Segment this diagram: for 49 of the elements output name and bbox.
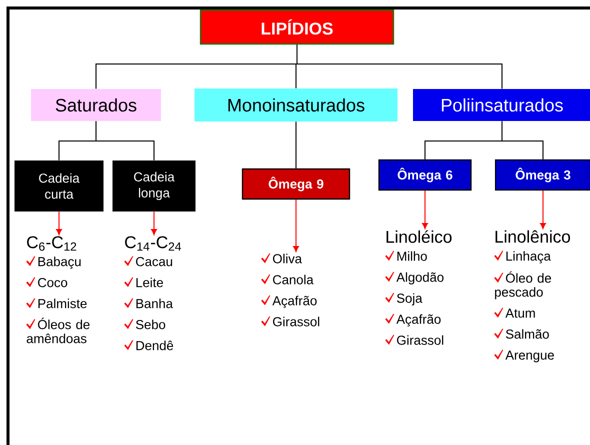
node-label: Sebo	[136, 320, 166, 330]
node-label: Salmão	[506, 329, 549, 339]
node-label: Dendê	[136, 340, 174, 350]
node-label: C$_{14}$-C$_{24}$	[125, 236, 182, 251]
category-box: Monoinsaturados	[194, 88, 398, 122]
arrow	[151, 211, 157, 235]
node-label: Soja	[396, 293, 422, 306]
category-box: Poliinsaturados	[413, 89, 590, 121]
item-list: Linolênico Linhaça Óleo de pescado Atum Salmão Arengue	[494, 230, 570, 362]
node-label: Algodão	[396, 272, 444, 284]
connector-line	[296, 44, 502, 90]
connector-line	[96, 120, 154, 161]
node-label: Canola	[273, 274, 314, 284]
category-box: Saturados	[31, 89, 161, 121]
subcategory-box: Ômega 6	[378, 159, 472, 191]
item-list: Oliva Canola Açafrão Girassol	[261, 253, 320, 326]
subcategory-box: Cadeia longa	[112, 160, 196, 212]
node-label: Milho	[397, 251, 427, 261]
node-label: C$_{6}$-C$_{12}$	[27, 236, 76, 251]
node-label: Linoléico	[386, 230, 452, 243]
node-label: Óleos de amêndoas	[26, 318, 90, 344]
node-label: Óleo de pescado	[495, 271, 552, 300]
node-label: Babaçu	[38, 256, 81, 269]
arrow	[293, 199, 299, 252]
node-label: Banha	[136, 298, 173, 308]
node-label: Girassol	[397, 335, 444, 345]
node-label: Arengue	[505, 350, 554, 362]
node-label: Palmiste	[38, 298, 87, 308]
node-label: Açafrão	[272, 296, 317, 308]
node-label: Cacau	[136, 256, 172, 266]
arrow	[56, 211, 62, 235]
node-label: Coco	[38, 278, 68, 288]
item-list: C$_{14}$-C$_{24}$ Cacau Leite Banha Sebo Dendê	[124, 236, 182, 350]
node-label: Açafrão	[396, 314, 441, 326]
node-label: Oliva	[272, 254, 302, 264]
item-list: Linoléico Milho Algodão Soja Açafrão Girassol	[385, 230, 452, 345]
subcategory-box: Ômega 3	[494, 159, 590, 191]
subcategory-box: Ômega 9	[242, 168, 350, 200]
connector-line	[502, 120, 544, 160]
title-box: LIPÍDIOS	[200, 9, 394, 45]
item-list: C$_{6}$-C$_{12}$ Babaçu Coco Palmiste Óleos de amêndoas	[26, 236, 90, 344]
node-label: Atum	[505, 308, 535, 318]
node-label: Leite	[136, 278, 163, 288]
node-label: Linolênico	[496, 230, 570, 243]
node-label: Linhaça	[506, 251, 551, 264]
subcategory-box: Cadeia curta	[14, 160, 104, 212]
node-label: Girassol	[273, 316, 320, 326]
arrow	[422, 190, 428, 229]
arrow	[540, 190, 546, 229]
